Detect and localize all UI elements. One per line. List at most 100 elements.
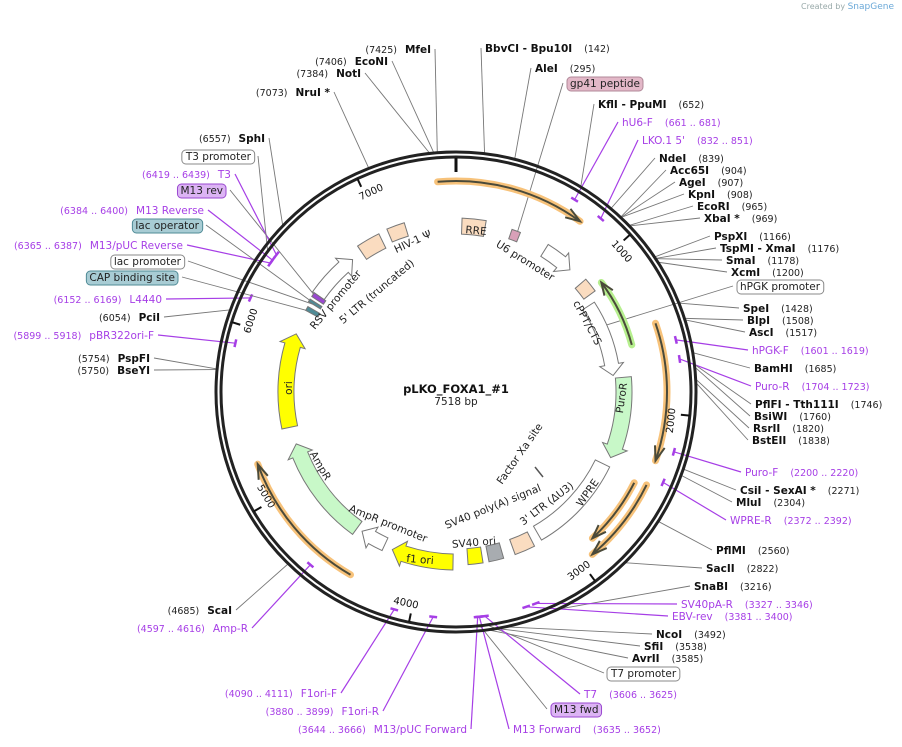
primer-label[interactable]: hPGK-F(1601 .. 1619) <box>752 345 869 357</box>
feature-tag[interactable]: CAP binding site <box>85 270 179 286</box>
rre-feature[interactable] <box>460 217 487 237</box>
leader-line <box>696 379 750 429</box>
feature-tag[interactable]: T3 promoter <box>181 149 256 165</box>
enzyme-site-label[interactable]: BstEII(1838) <box>752 435 830 447</box>
feature-tag[interactable]: gp41 peptide <box>566 76 644 92</box>
cppt-feature[interactable] <box>574 278 596 300</box>
enzyme-site-label[interactable]: CsiI - SexAI *(2271) <box>740 485 859 497</box>
puror-arrow[interactable] <box>601 376 633 459</box>
enzyme-site-label[interactable]: AvrII(3585) <box>632 653 703 665</box>
primer-label[interactable]: (5899 .. 5918)pBR322ori-F <box>13 330 154 342</box>
enzyme-site-label[interactable]: TspMI - XmaI(1176) <box>720 243 839 255</box>
enzyme-site-label[interactable]: KpnI(908) <box>688 189 753 201</box>
enzyme-site-label[interactable]: SpeI(1428) <box>743 303 813 315</box>
enzyme-site-label[interactable]: (5754)PspFI <box>78 353 150 365</box>
enzyme-site-label[interactable]: (7406)EcoNI <box>315 56 388 68</box>
enzyme-site-label[interactable]: (7073)NruI * <box>256 87 331 99</box>
enzyme-site-label[interactable]: (5750)BseYI <box>78 365 150 377</box>
feature-tag[interactable]: T7 promoter <box>606 666 681 682</box>
enzyme-site-label[interactable]: BlpI(1508) <box>747 315 814 327</box>
enzyme-site-label[interactable]: BbvCI - Bpu10I(142) <box>485 43 610 55</box>
ampr-arrow[interactable] <box>287 443 363 536</box>
enzyme-site-label[interactable]: BsiWI(1760) <box>754 411 831 423</box>
primer-label[interactable]: WPRE-R(2372 .. 2392) <box>730 515 852 527</box>
sv40pa-feature[interactable] <box>466 546 484 566</box>
label-leader-lines <box>153 47 752 730</box>
ori-arrow[interactable] <box>277 333 307 430</box>
sv40ori-feature[interactable] <box>485 542 505 563</box>
enzyme-site-label[interactable]: SfiI(3538) <box>644 641 707 653</box>
rsv-promoter-arrow[interactable] <box>311 257 354 301</box>
orf-glow <box>588 481 651 558</box>
primer-range: (3644 .. 3666) <box>298 725 366 736</box>
gp41-feature[interactable] <box>508 228 522 243</box>
enzyme-site-label[interactable]: (4685)ScaI <box>168 605 232 617</box>
primer-label[interactable]: M13 Forward(3635 .. 3652) <box>513 724 661 736</box>
enzyme-site-label[interactable]: (7425)MfeI <box>365 44 431 56</box>
enzyme-site-label[interactable]: NcoI(3492) <box>656 629 726 641</box>
enzyme-site-label[interactable]: SacII(2822) <box>706 563 778 575</box>
primer-label[interactable]: Puro-R(1704 .. 1723) <box>755 381 869 393</box>
hiv-psi-feature[interactable] <box>386 222 409 243</box>
lac-operator-mark[interactable] <box>307 298 323 310</box>
feature-tag[interactable]: hPGK promoter <box>736 279 825 295</box>
enzyme-site-label[interactable]: PflMI(2560) <box>716 545 789 557</box>
primer-label[interactable]: SV40pA-R(3327 .. 3346) <box>681 599 813 611</box>
enzyme-site-label[interactable]: AscI(1517) <box>749 327 817 339</box>
cap-site-mark[interactable] <box>305 305 321 318</box>
enzyme-site-label[interactable]: PspXI(1166) <box>714 231 791 243</box>
hpgk-promoter-arrow[interactable] <box>581 301 625 377</box>
enzyme-site-label[interactable]: (6054)PciI <box>99 312 160 324</box>
enzyme-site-label[interactable]: (7384)NotI <box>296 68 361 80</box>
orf-arc[interactable] <box>654 322 668 462</box>
bp-tick-label: 7000 <box>358 182 386 203</box>
enzyme-site-label[interactable]: RsrII(1820) <box>753 423 824 435</box>
wpre-feature[interactable] <box>532 459 611 541</box>
enzyme-site-label[interactable]: MluI(2304) <box>736 497 805 509</box>
primer-label[interactable]: (3880 .. 3899)F1ori-R <box>266 706 379 718</box>
enzyme-site-label[interactable]: EcoRI(965) <box>697 201 767 213</box>
feature-tag[interactable]: M13 fwd <box>550 702 603 718</box>
u6-promoter-arrow[interactable] <box>540 243 571 273</box>
enzyme-site-label[interactable]: AleI(295) <box>535 63 595 75</box>
leader-line <box>153 357 217 370</box>
feature-tag[interactable]: lac promoter <box>110 254 186 270</box>
primer-label[interactable]: (4090 .. 4111)F1ori-F <box>225 688 337 700</box>
orf-arc[interactable] <box>600 281 633 346</box>
primer-label[interactable]: EBV-rev(3381 .. 3400) <box>672 611 793 623</box>
ltr3-feature[interactable] <box>509 531 536 556</box>
enzyme-site-label[interactable]: SmaI(1178) <box>726 255 799 267</box>
primer-label[interactable]: LKO.1 5'(832 .. 851) <box>642 135 753 147</box>
enzyme-site-label[interactable]: XbaI *(969) <box>704 213 777 225</box>
ltr5-feature[interactable] <box>356 233 387 261</box>
feature-tag[interactable]: M13 rev <box>176 183 227 199</box>
primer-label[interactable]: (6365 .. 6387)M13/pUC Reverse <box>14 240 183 252</box>
enzyme-site-label[interactable]: (6557)SphI <box>199 133 265 145</box>
orf-arc[interactable] <box>591 482 636 540</box>
enzyme-site-label[interactable]: KflI - PpuMI(652) <box>598 99 704 111</box>
enzyme-site-label[interactable]: XcmI(1200) <box>731 267 804 279</box>
primer-label[interactable]: T7(3606 .. 3625) <box>583 689 677 701</box>
enzyme-site-label[interactable]: AgeI(907) <box>679 177 743 189</box>
orf-arc[interactable] <box>437 180 581 223</box>
feature-tag[interactable]: lac operator <box>131 218 204 234</box>
enzyme-site-label[interactable]: NdeI(839) <box>659 153 724 165</box>
f1ori-arrow[interactable] <box>391 540 454 571</box>
ampr-promoter-arrow[interactable] <box>361 526 389 552</box>
enzyme-site-label[interactable]: Acc65I(904) <box>670 165 747 177</box>
enzyme-site-label[interactable]: BamHI(1685) <box>754 363 836 375</box>
primer-label[interactable]: hU6-F(661 .. 681) <box>622 117 721 129</box>
primer-label[interactable]: (3644 .. 3666)M13/pUC Forward <box>298 724 467 736</box>
enzyme-site-label[interactable]: SnaBI(3216) <box>694 581 772 593</box>
primer-label[interactable]: (6152 .. 6169)L4440 <box>54 294 162 306</box>
primer-name: hPGK-F <box>752 345 789 357</box>
orf-arc[interactable] <box>256 463 352 576</box>
orf-arc[interactable] <box>591 484 648 556</box>
primer-label[interactable]: (6384 .. 6400)M13 Reverse <box>60 205 204 217</box>
primer-label[interactable]: (4597 .. 4616)Amp-R <box>137 623 248 635</box>
primer-label[interactable]: (6419 .. 6439)T3 <box>142 169 231 181</box>
primer-label[interactable]: Puro-F(2200 .. 2220) <box>745 467 858 479</box>
enzyme-site-label[interactable]: PflFI - Tth111I(1746) <box>755 399 882 411</box>
m13rev-mark[interactable] <box>311 292 327 305</box>
orf-arrowhead <box>256 461 269 480</box>
